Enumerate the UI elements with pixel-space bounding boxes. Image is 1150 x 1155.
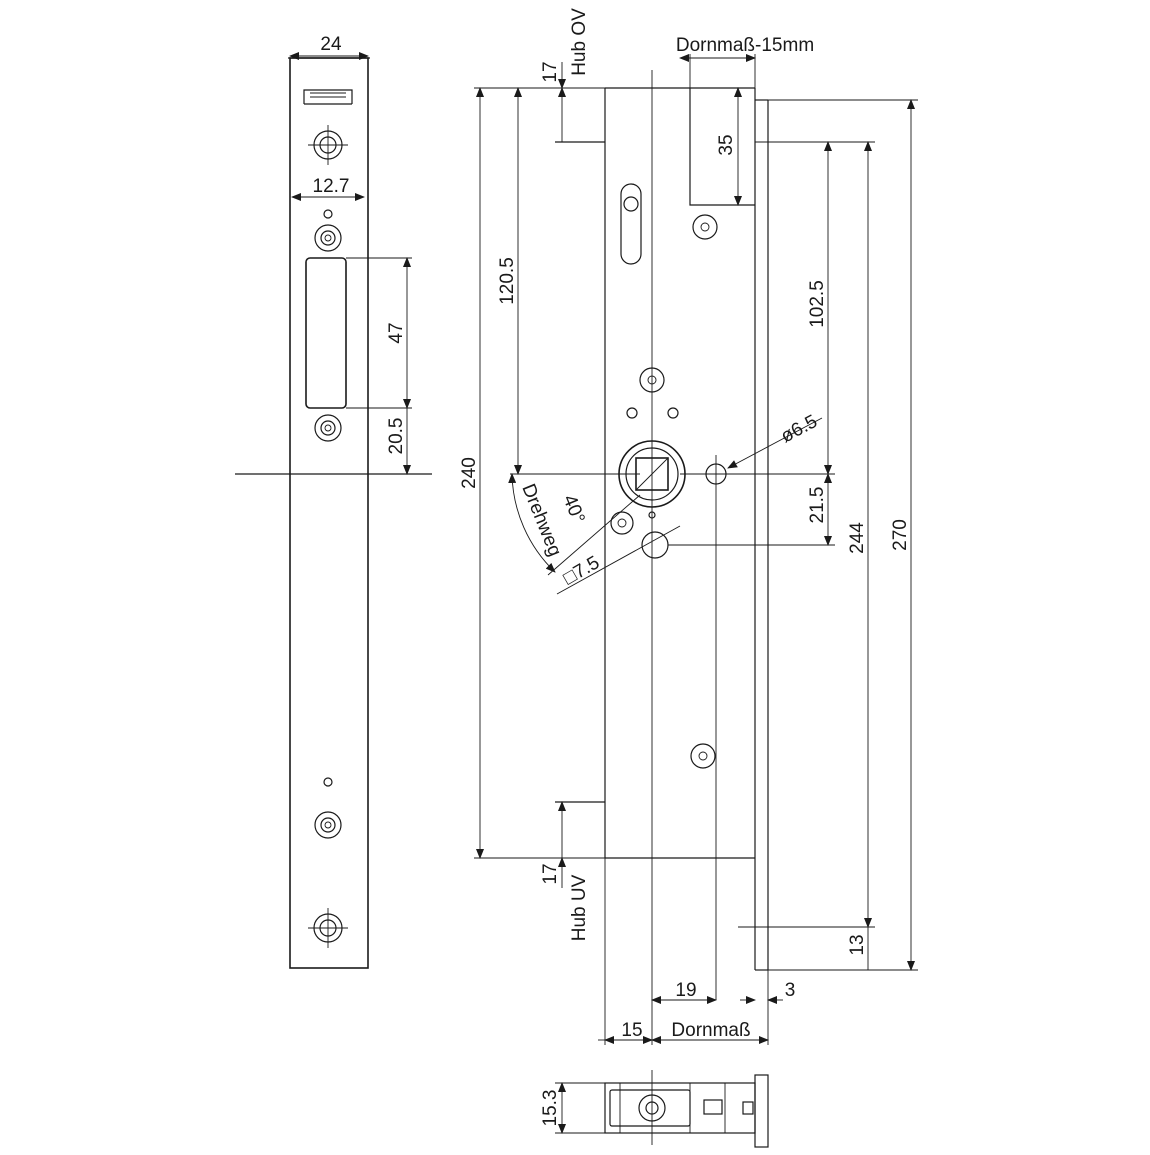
- bottom-view: 15.3: [540, 1070, 769, 1148]
- torx-screw-upper-icon: [314, 224, 342, 252]
- dim-bottom-13: 13: [847, 934, 868, 955]
- dim-latch-offset: 20.5: [386, 418, 407, 455]
- dim-inner-width: 12.7: [313, 176, 350, 197]
- case-torx-upper-icon: [692, 214, 718, 240]
- dim-top-to-follower: 120.5: [497, 257, 518, 305]
- case-torx-lower-icon: [610, 511, 634, 535]
- dim-distance-19: 19: [675, 980, 696, 1001]
- dim-distance-3: 3: [785, 980, 796, 1001]
- torx-screw-lower-icon: [314, 414, 342, 442]
- latch-opening: [305, 257, 347, 409]
- main-dimensions: 240 120.5 17 Hub OV 17 Hub UV Dornmaß-15…: [459, 8, 918, 1044]
- dim-top-offset: 35: [716, 134, 737, 155]
- screw-hole-bottom-icon: [308, 908, 348, 948]
- dim-backset: Dornmaß: [671, 1020, 750, 1041]
- label-rotation: Drehweg: [517, 481, 565, 559]
- dim-hub-uv: 17: [540, 863, 561, 884]
- hub-slot: [620, 183, 642, 265]
- dim-rotation-angle: 40°: [558, 492, 588, 527]
- torx-screw-bottom-icon: [314, 811, 342, 839]
- dim-backset-minus: Dornmaß-15mm: [676, 35, 814, 56]
- label-hub-ov: Hub OV: [569, 8, 590, 76]
- small-hole-bottom-icon: [323, 777, 333, 787]
- dim-case-height: 240: [459, 457, 480, 489]
- dim-hub-ov: 17: [540, 61, 561, 82]
- dim-total-244: 244: [847, 522, 868, 554]
- dim-hole-diameter: ø6.5: [777, 411, 820, 447]
- dim-latch-height: 47: [386, 322, 407, 343]
- dim-follower-offset: 21.5: [807, 487, 828, 524]
- dim-thickness: 15.3: [540, 1090, 561, 1127]
- dim-square-size: □7.5: [560, 552, 603, 589]
- dim-total-270: 270: [890, 519, 911, 551]
- screw-hole-top-icon: [308, 125, 348, 165]
- case-torx-mid-icon: [639, 367, 665, 393]
- label-hub-uv: Hub UV: [569, 874, 590, 941]
- dim-faceplate-width: 24: [320, 34, 342, 55]
- dim-distance-15: 15: [621, 1020, 642, 1041]
- case-torx-bottom-icon: [690, 743, 716, 769]
- small-hole-icon: [323, 209, 333, 219]
- dim-spindle-to-top: 102.5: [807, 280, 828, 328]
- faceplate-dimensions: 24 12.7 47 20.5: [289, 34, 412, 475]
